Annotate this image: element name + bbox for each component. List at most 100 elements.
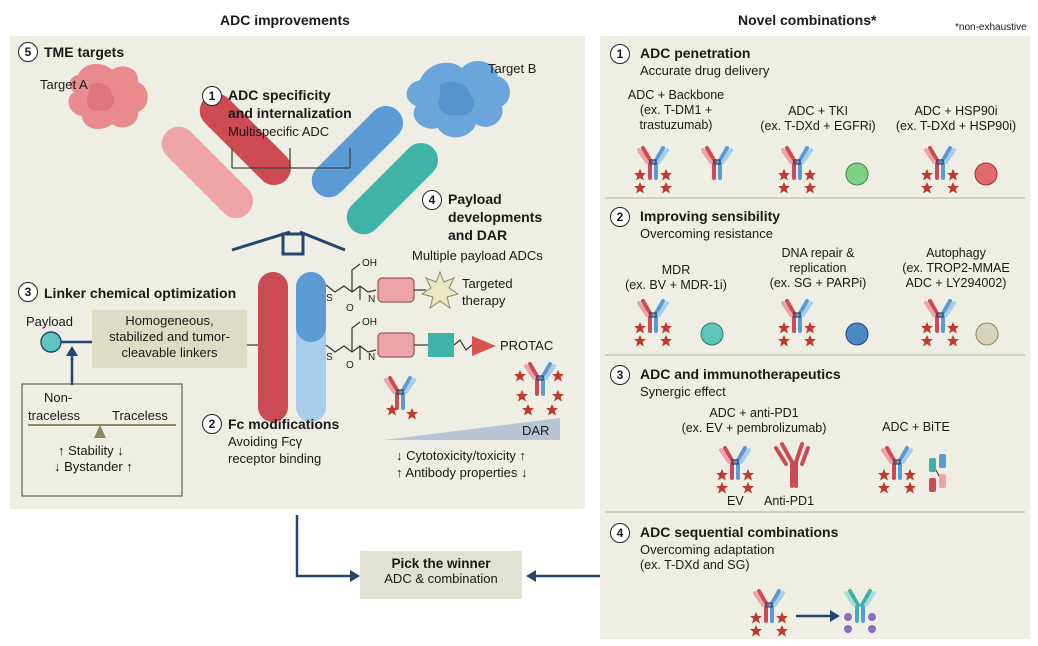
dar-label: DAR	[522, 423, 550, 438]
cytotoxicity-label: Cytotoxicity/toxicity	[406, 448, 516, 463]
payload-dev-title-1: Payload	[448, 191, 502, 207]
tki-drug-circle	[845, 162, 869, 186]
specificity-title-2: and internalization	[228, 105, 352, 121]
linker-box-text: Homogeneous, stabilized and tumor- cleav…	[92, 313, 247, 361]
anti-pd1-label: Anti-PD1	[764, 494, 815, 508]
combo-1-col-2-line-2: (ex. T-DXd + EGFRi)	[760, 119, 876, 133]
combo-4-title: ADC sequential combinations	[640, 524, 839, 540]
mdr-drug-circle	[700, 322, 724, 346]
target-b-protein	[406, 61, 510, 138]
combo-3-col-1: ADC + anti-PD1 (ex. EV + pembrolizumab)	[670, 406, 838, 436]
ev-label: EV	[727, 494, 744, 508]
combo-1-col-1: ADC + Backbone (ex. T-DM1 + trastuzumab)	[606, 88, 746, 133]
combo-3-col-1-line-1: ADC + anti-PD1	[709, 406, 799, 420]
arrow-up-icon: ↑	[122, 459, 133, 474]
payload-block-2	[377, 332, 415, 358]
tme-targets-title: TME targets	[44, 44, 125, 60]
parpi-drug-circle	[845, 322, 869, 346]
combo-2-col-3-line-1: Autophagy	[926, 246, 986, 260]
combo-1-col-3-line-1: ADC + HSP90i	[914, 104, 998, 118]
arrow-down-icon: ↓	[113, 443, 124, 458]
combo-1-col-1-line-2: (ex. T-DM1 +	[639, 103, 713, 117]
payload-block-1	[377, 277, 415, 303]
protac-label: PROTAC	[500, 338, 554, 353]
combo-2-title: Improving sensibility	[640, 208, 781, 224]
combo-2-col-2-line-2: replication	[789, 261, 847, 275]
target-a-protein	[68, 63, 148, 130]
combo-1-col-1-line-1: ADC + Backbone	[627, 88, 725, 102]
linker-title: Linker chemical optimization	[44, 285, 237, 301]
combo-1-col-3: ADC + HSP90i (ex. T-DXd + HSP90i)	[886, 104, 1026, 134]
targeted-therapy-label-2: therapy	[462, 293, 506, 308]
combo-1-col-2: ADC + TKI (ex. T-DXd + EGFRi)	[748, 104, 888, 134]
payload-dev-sub: Multiple payload ADCs	[412, 248, 543, 263]
fc-sub-2: receptor binding	[228, 451, 322, 466]
bystander-row: ↓ Bystander ↑	[54, 459, 133, 474]
payload-dev-title-2: developments	[448, 209, 543, 225]
combo-2-badge: 2	[610, 207, 630, 227]
fc-sub-1: Avoiding Fcγ	[228, 434, 303, 449]
specificity-sub: Multispecific ADC	[228, 124, 330, 139]
targeted-therapy-icon	[420, 270, 460, 310]
ly294002-drug-circle	[975, 322, 999, 346]
protac-icon	[472, 336, 496, 356]
combo-3-col-2-line-1: ADC + BiTE	[882, 420, 950, 434]
combo-2-col-1: MDR (ex. BV + MDR-1i)	[606, 263, 746, 293]
combo-2-col-1-line-1: MDR	[661, 263, 691, 277]
arrow-up-icon: ↑	[58, 443, 69, 458]
second-adc-icon	[844, 589, 876, 633]
arrow-down-icon: ↓	[396, 448, 407, 463]
hinge-region	[281, 232, 305, 256]
chem-s-2: S	[326, 352, 333, 363]
antibody-right-arm	[299, 106, 438, 252]
antibody-properties-row: ↑ Antibody properties ↓	[396, 465, 528, 480]
linker-box-line-2: stabilized and tumor-	[109, 329, 230, 344]
traceless-label: Traceless	[112, 408, 168, 423]
targeted-therapy-label-1: Targeted	[462, 276, 513, 291]
non-label: Non-	[44, 390, 73, 405]
combo-2-col-2: DNA repair & replication (ex. SG + PARPi…	[748, 246, 888, 291]
chem-n-1: N	[368, 294, 376, 305]
combo-2-col-2-line-1: DNA repair &	[781, 246, 855, 260]
combo-3-col-1-line-2: (ex. EV + pembrolizumab)	[681, 421, 827, 435]
non-traceless-label: traceless	[28, 408, 81, 423]
chem-oh-1: OH	[362, 258, 377, 269]
arrow-down-icon: ↓	[517, 465, 528, 480]
linker-chemistry-2	[325, 321, 377, 360]
step-3-badge: 3	[18, 282, 38, 302]
payload-circle	[40, 331, 62, 353]
linker-box-line-1: Homogeneous,	[125, 313, 214, 328]
combo-3-title: ADC and immunotherapeutics	[640, 366, 841, 382]
linker-box	[92, 310, 247, 368]
stability-row: ↑ Stability ↓	[58, 443, 124, 458]
combo-1-col-1-line-3: trastuzumab)	[639, 118, 713, 132]
arrow-up-icon: ↑	[396, 465, 406, 480]
antibody-left-arm	[161, 93, 291, 252]
combo-2-col-2-line-3: (ex. SG + PARPi)	[769, 276, 867, 290]
combo-2-col-3-line-3: ADC + LY294002)	[905, 276, 1007, 290]
traceless-scale-box	[21, 383, 183, 497]
arrow-down-icon: ↓	[54, 459, 65, 474]
antibody-fc-region	[258, 272, 326, 422]
chem-o-1: O	[346, 303, 354, 314]
combo-1-sub: Accurate drug delivery	[640, 63, 770, 78]
novel-combinations-panel	[600, 36, 1030, 639]
combo-1-title: ADC penetration	[640, 45, 751, 61]
arrow-up-icon: ↑	[515, 448, 527, 463]
linker-chemistry-1	[325, 263, 377, 300]
combo-4-sub: Overcoming adaptation	[640, 542, 775, 557]
combo-2-col-3: Autophagy (ex. TROP2-MMAE ADC + LY294002…	[886, 246, 1026, 291]
cytotoxicity-row: ↓ Cytotoxicity/toxicity ↑	[396, 448, 526, 463]
chem-s-1: S	[326, 293, 333, 304]
right-section-header: Novel combinations*	[738, 12, 877, 28]
combo-1-col-2-line-1: ADC + TKI	[788, 104, 848, 118]
hsp90i-drug-circle	[974, 162, 998, 186]
stability-label: Stability	[68, 443, 114, 458]
combo-3-badge: 3	[610, 365, 630, 385]
target-a-label: Target A	[40, 77, 88, 92]
linker-box-line-3: cleavable linkers	[121, 345, 218, 360]
step-2-badge: 2	[202, 414, 222, 434]
step-1-badge: 1	[202, 86, 222, 106]
step-5-badge: 5	[18, 42, 38, 62]
